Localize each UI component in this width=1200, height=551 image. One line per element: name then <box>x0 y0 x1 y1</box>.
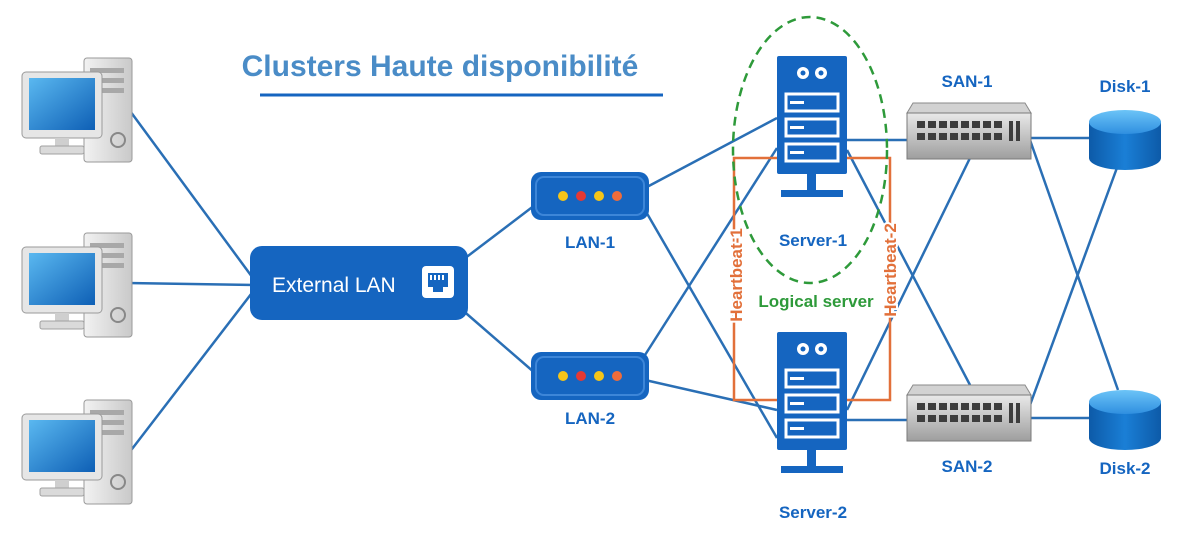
lan-switch-icon <box>530 351 650 401</box>
lan-1-led-2 <box>576 191 586 201</box>
lan-2-led-3 <box>594 371 604 381</box>
lan-2-led-1 <box>558 371 568 381</box>
lan-1-led-3 <box>594 191 604 201</box>
lan-1-label: LAN-1 <box>565 233 615 252</box>
lan-2-device <box>530 351 650 401</box>
link-extlan-lan2 <box>459 307 536 374</box>
lan-2-led-4 <box>612 371 622 381</box>
heartbeat-2-label: Heartbeat-2 <box>881 223 900 317</box>
san-2-switch-icon <box>906 384 1032 442</box>
client-computer-1-icon <box>21 57 133 163</box>
lan-2-led-2 <box>576 371 586 381</box>
link-san2-disk1 <box>1028 164 1120 406</box>
disk-2-label: Disk-2 <box>1099 459 1150 478</box>
logical-server-ellipse <box>731 15 889 285</box>
link-client3-extlan <box>121 284 259 463</box>
disk-2-cylinder-icon <box>1089 390 1161 450</box>
lan-1-led-4 <box>612 191 622 201</box>
client-computer-2-icon <box>21 232 133 338</box>
link-lan2-server2 <box>644 378 778 412</box>
lan-1-device <box>530 171 650 221</box>
ethernet-port-icon <box>422 266 454 298</box>
link-lan2-server1 <box>643 147 779 356</box>
lan-switch-icon <box>530 171 650 221</box>
external-lan-box: External LAN <box>250 246 468 320</box>
san-1-switch-icon <box>906 102 1032 160</box>
diagram-title: Clusters Haute disponibilité <box>242 50 639 83</box>
link-extlan-lan1 <box>459 204 536 263</box>
link-server2-san1 <box>845 157 972 411</box>
lan-1-led-1 <box>558 191 568 201</box>
link-server1-san2 <box>845 149 972 386</box>
external-lan-label: External LAN <box>272 274 396 297</box>
heartbeat-1-label: Heartbeat-1 <box>727 228 746 322</box>
link-client1-extlan <box>120 99 260 286</box>
network-links <box>120 99 1120 463</box>
san-2-label: SAN-2 <box>941 457 992 476</box>
server-2-icon <box>775 330 849 475</box>
link-client2-extlan <box>124 281 259 287</box>
lan-2-label: LAN-2 <box>565 409 615 428</box>
server-2-label: Server-2 <box>779 503 847 522</box>
client-computer-3-icon <box>21 399 133 505</box>
server-1-icon <box>775 54 849 199</box>
san-1-label: SAN-1 <box>941 72 992 91</box>
server-1-label: Server-1 <box>779 231 847 250</box>
link-lan1-server1 <box>644 116 778 190</box>
disk-1-label: Disk-1 <box>1099 77 1150 96</box>
disk-1-cylinder-icon <box>1089 110 1161 170</box>
link-san1-disk2 <box>1028 139 1120 391</box>
logical-server-label: Logical server <box>758 292 874 311</box>
